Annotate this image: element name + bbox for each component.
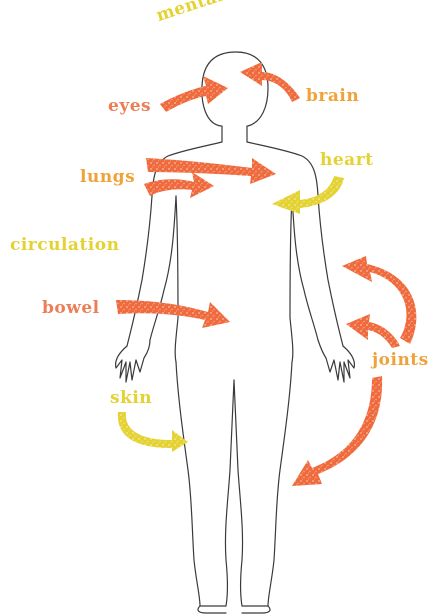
label-eyes: eyes — [108, 96, 151, 116]
human-outline — [116, 52, 355, 613]
label-heart: heart — [320, 150, 374, 170]
left-hand-outline — [116, 340, 150, 382]
feet-outline — [198, 606, 270, 613]
label-lungs: lungs — [80, 167, 135, 187]
hip-outline — [175, 196, 293, 362]
label-brain: brain — [306, 86, 359, 106]
arrows — [116, 62, 416, 486]
label-skin: skin — [110, 388, 152, 408]
arm-inner-outline — [150, 196, 318, 340]
legs-outline — [176, 362, 292, 606]
label-bowel: bowel — [42, 298, 100, 318]
label-circulation: circulation — [10, 235, 119, 255]
label-joints: joints — [372, 350, 429, 370]
right-hand-outline — [318, 340, 354, 382]
